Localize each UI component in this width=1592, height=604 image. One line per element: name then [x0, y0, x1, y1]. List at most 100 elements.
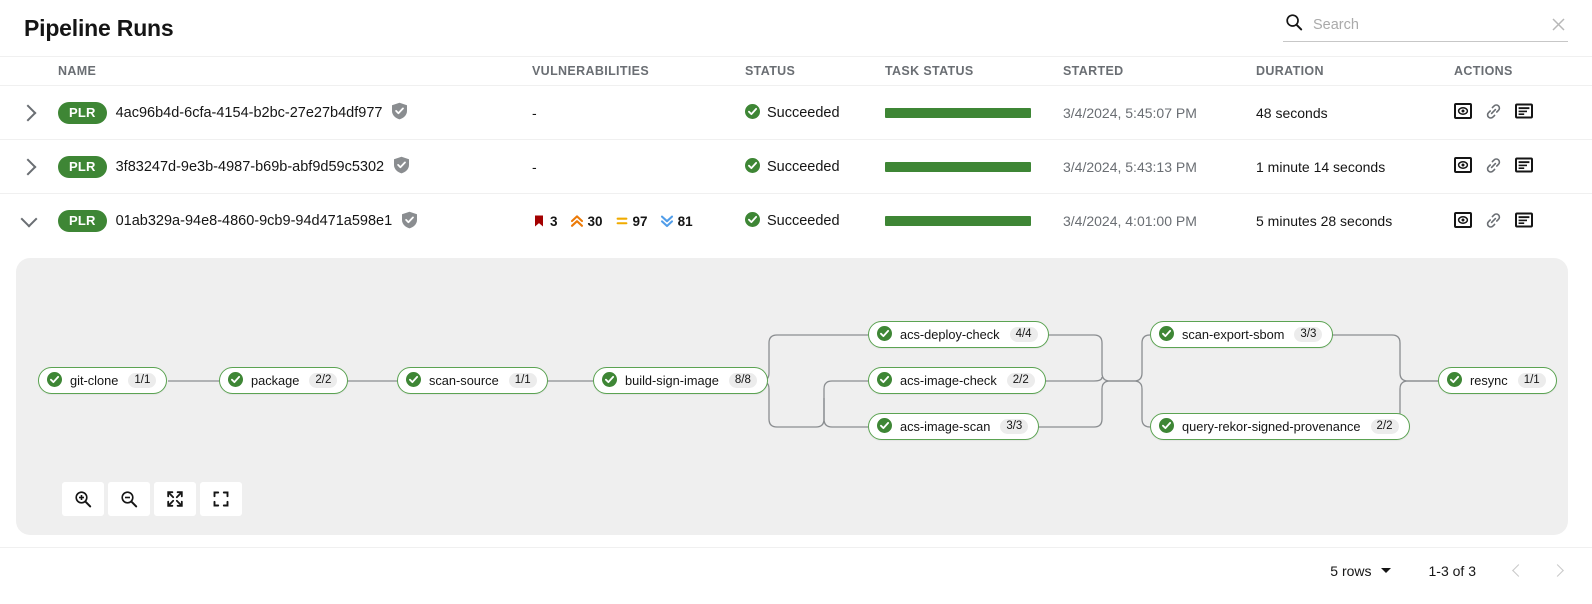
view-logs-button[interactable]: [1515, 211, 1533, 232]
column-header-name: NAME: [58, 64, 97, 78]
copy-link-button[interactable]: [1484, 156, 1503, 177]
status-label: Succeeded: [767, 213, 840, 229]
node-status-icon: [228, 371, 243, 390]
run-name-link[interactable]: 3f83247d-9e3b-4987-b69b-abf9d59c5302: [115, 158, 385, 175]
check-circle-icon: [745, 103, 760, 122]
graph-node-acs-image-scan[interactable]: acs-image-scan 3/3: [868, 413, 1040, 440]
table-row[interactable]: PLR 3f83247d-9e3b-4987-b69b-abf9d59c5302…: [0, 140, 1592, 194]
node-status-icon: [877, 371, 892, 390]
table-row[interactable]: PLR 4ac96b4d-6cfa-4154-b2bc-27e27b4df977…: [0, 86, 1592, 140]
search-bar[interactable]: [1283, 10, 1568, 42]
copy-link-button[interactable]: [1484, 102, 1503, 123]
rows-per-page-select[interactable]: 5 rows: [1330, 563, 1391, 579]
table-row[interactable]: PLR 01ab329a-94e8-4860-9cb9-94d471a598e1…: [0, 194, 1592, 248]
status-label: Succeeded: [767, 104, 840, 121]
view-output-button[interactable]: [1454, 156, 1472, 177]
chevron-down-icon[interactable]: [20, 210, 38, 227]
check-circle-icon: [406, 371, 421, 387]
link-icon: [1486, 212, 1501, 228]
node-label: build-sign-image: [625, 373, 719, 388]
search-clear-button[interactable]: [1551, 17, 1566, 32]
node-label: acs-image-scan: [900, 419, 991, 434]
expand-button[interactable]: [200, 482, 242, 516]
task-status-bar: [885, 107, 1031, 118]
output-icon: [1454, 103, 1472, 119]
node-task-count: 1/1: [128, 373, 157, 388]
zoom-in-button[interactable]: [62, 482, 104, 516]
table-footer: 5 rows 1-3 of 3: [0, 547, 1592, 593]
chevron-right-icon[interactable]: [19, 104, 36, 121]
check-circle-icon: [745, 212, 760, 230]
node-task-count: 8/8: [728, 373, 757, 388]
vulnerabilities-empty: -: [532, 158, 537, 175]
row-expand-toggle[interactable]: [0, 104, 58, 121]
view-logs-button[interactable]: [1515, 156, 1533, 177]
graph-node-build-sign-image[interactable]: build-sign-image 8/8: [593, 367, 768, 394]
fit-to-screen-button[interactable]: [154, 482, 196, 516]
copy-link-button[interactable]: [1484, 211, 1503, 232]
graph-toolbar: [62, 482, 242, 516]
plr-badge: PLR: [58, 210, 107, 232]
run-name-cell[interactable]: PLR 4ac96b4d-6cfa-4154-b2bc-27e27b4df977: [58, 101, 532, 124]
shield-check-icon: [392, 102, 408, 120]
row-expand-toggle[interactable]: [0, 158, 58, 175]
actions-cell: [1454, 156, 1592, 177]
page-header: Pipeline Runs: [0, 0, 1592, 56]
pagination-controls: [1512, 564, 1564, 577]
chevron-right-icon[interactable]: [1551, 564, 1564, 577]
check-circle-icon: [1159, 417, 1174, 433]
node-label: resync: [1470, 373, 1508, 388]
search-input[interactable]: [1313, 16, 1541, 33]
run-name-cell[interactable]: PLR 3f83247d-9e3b-4987-b69b-abf9d59c5302: [58, 155, 532, 178]
task-status-cell: [885, 161, 1063, 172]
started-cell: 3/4/2024, 4:01:00 PM: [1063, 213, 1197, 229]
run-name-cell[interactable]: PLR 01ab329a-94e8-4860-9cb9-94d471a598e1: [58, 210, 532, 232]
chevron-right-icon[interactable]: [19, 158, 36, 175]
node-status-icon: [1447, 371, 1462, 390]
view-logs-button[interactable]: [1515, 102, 1533, 123]
shield-check-icon: [401, 211, 418, 232]
view-output-button[interactable]: [1454, 211, 1472, 232]
check-circle-icon: [745, 103, 760, 119]
column-header-status: STATUS: [745, 64, 796, 78]
zoom-in-icon: [75, 491, 92, 508]
check-circle-icon: [877, 371, 892, 387]
node-label: scan-source: [429, 373, 499, 388]
task-status-cell: [885, 216, 1063, 226]
check-circle-icon: [1159, 325, 1174, 341]
vulnerability-low: 81: [660, 214, 693, 229]
pipeline-runs-table: NAME VULNERABILITIES STATUS TASK STATUS …: [0, 56, 1592, 248]
logs-icon: [1515, 157, 1533, 173]
vulnerabilities-empty: -: [532, 104, 537, 121]
vulnerabilities-cell: -: [532, 159, 745, 175]
caret-down-icon: [1380, 568, 1391, 573]
view-output-button[interactable]: [1454, 102, 1472, 123]
vulnerability-count: 30: [587, 213, 603, 229]
vulnerabilities-cell: -: [532, 105, 745, 121]
chevron-left-icon[interactable]: [1512, 564, 1525, 577]
zoom-out-button[interactable]: [108, 482, 150, 516]
row-expand-toggle[interactable]: [0, 210, 58, 227]
column-header-started: STARTED: [1063, 64, 1124, 78]
check-circle-icon: [745, 212, 760, 227]
vulnerability-important: 30: [570, 214, 603, 229]
node-status-icon: [1159, 417, 1174, 436]
search-icon: [1285, 13, 1303, 36]
node-status-icon: [406, 371, 421, 390]
check-circle-icon: [745, 157, 760, 173]
node-label: package: [251, 373, 300, 388]
run-name-link[interactable]: 4ac96b4d-6cfa-4154-b2bc-27e27b4df977: [115, 104, 383, 121]
node-label: acs-deploy-check: [900, 327, 1000, 342]
check-circle-icon: [745, 157, 760, 176]
run-name-link[interactable]: 01ab329a-94e8-4860-9cb9-94d471a598e1: [115, 213, 393, 229]
node-task-count: 3/3: [1000, 419, 1029, 434]
node-label: query-rekor-signed-provenance: [1182, 419, 1361, 434]
